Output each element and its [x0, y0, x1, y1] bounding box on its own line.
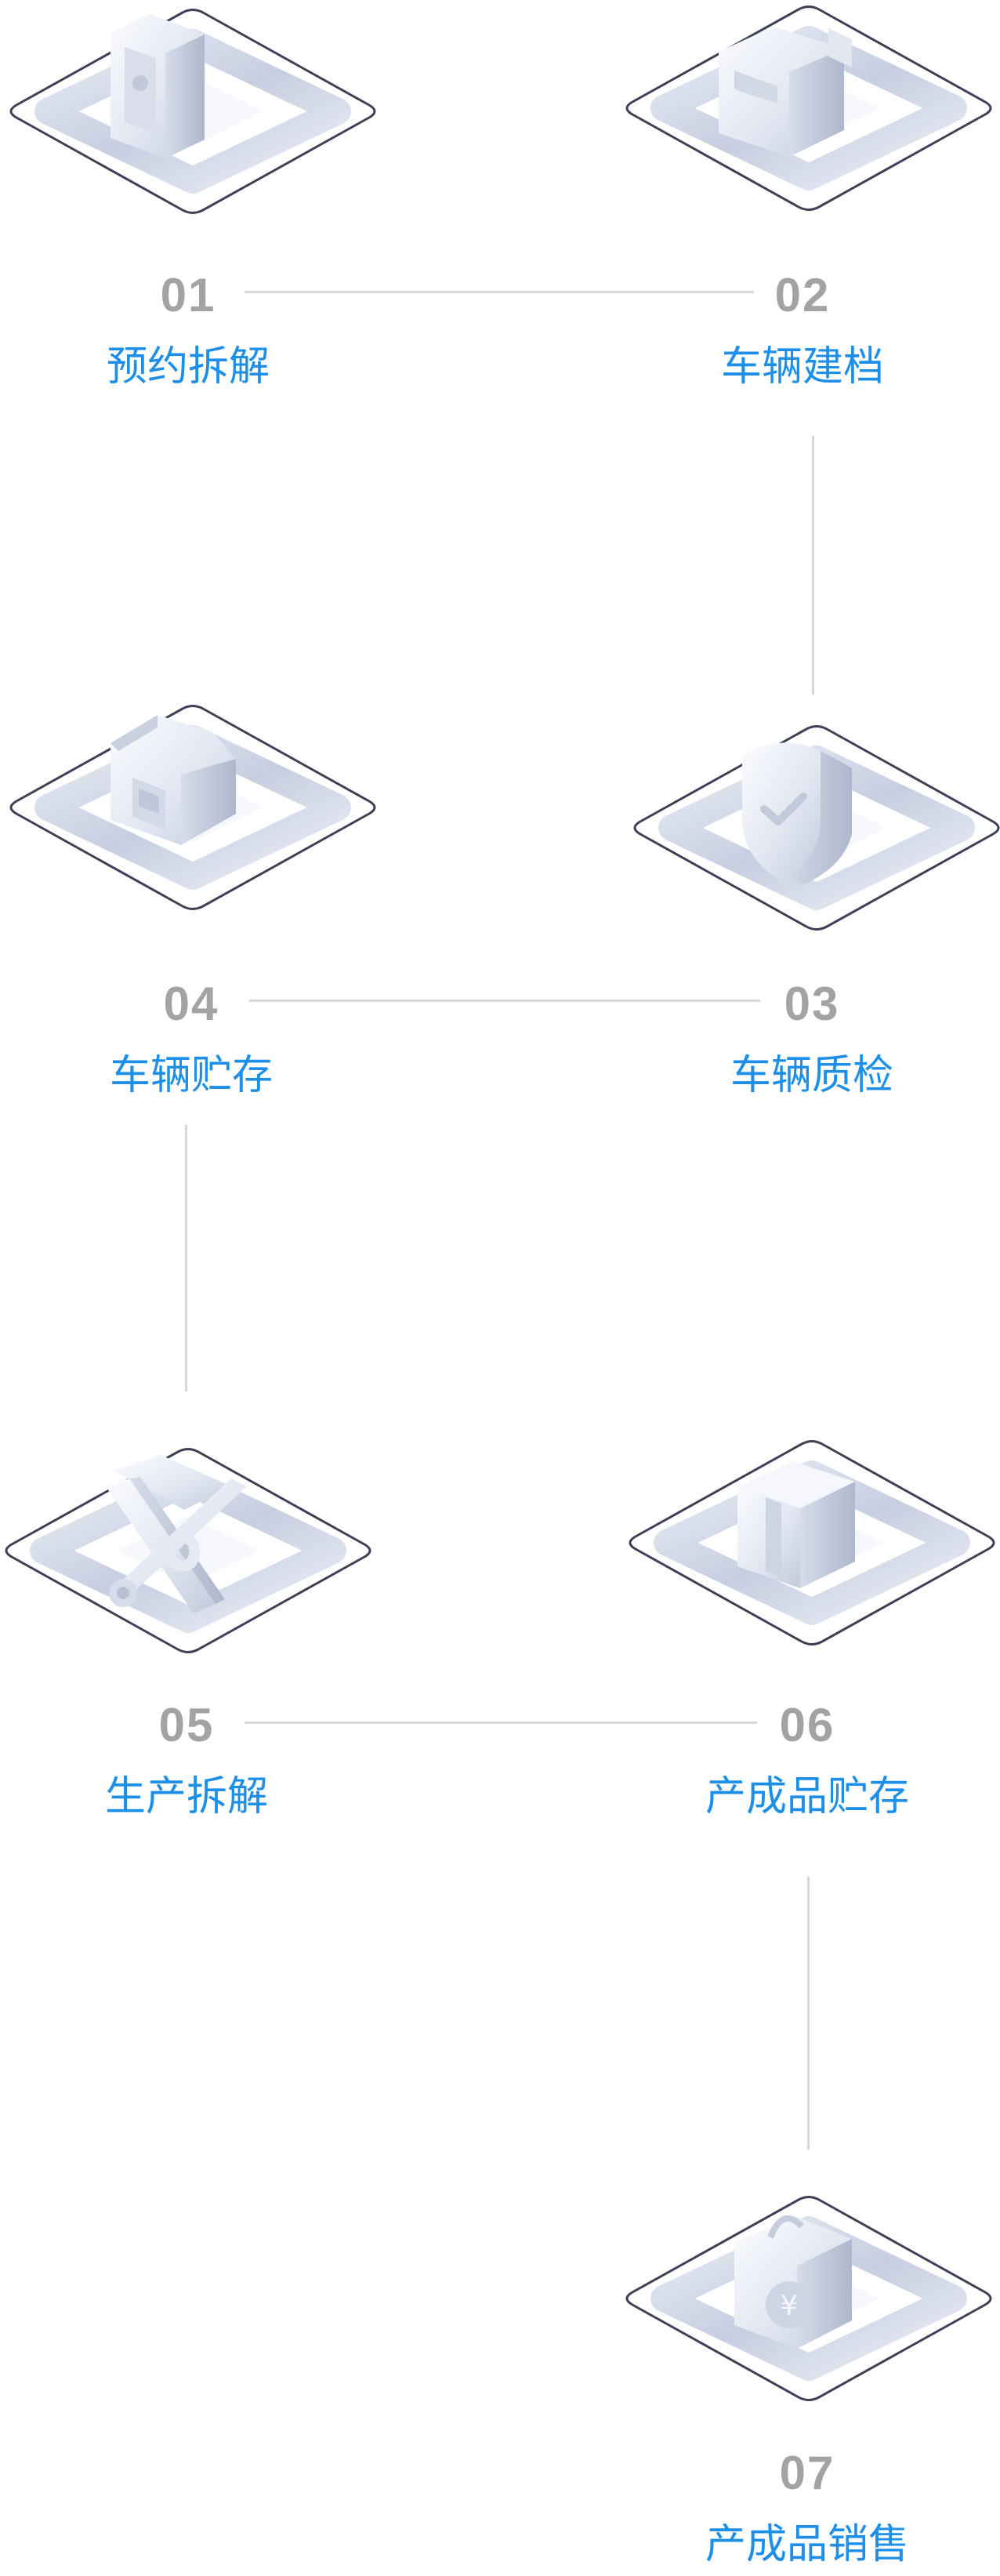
warehouse-icon: [111, 715, 236, 845]
step-05-tile: [0, 1439, 380, 1674]
connector-03-04: [249, 1000, 760, 1002]
step-02-number: 02: [774, 269, 831, 321]
phone-icon: [111, 14, 205, 158]
shield-check-icon: [742, 742, 852, 884]
step-04-label: 车辆贮存: [109, 1052, 273, 1099]
step-06-number: 06: [779, 1699, 835, 1751]
folder-icon: [719, 27, 852, 157]
step-06-tile: [620, 1431, 1000, 1667]
step-03-number: 03: [784, 978, 840, 1030]
step-01-label: 预约拆解: [106, 343, 270, 390]
step-04-tile: [1, 696, 385, 931]
connector-05-06: [245, 1722, 757, 1724]
box-icon: [737, 1461, 855, 1588]
connector-06-07: [807, 1877, 810, 2150]
step-04-number: 04: [163, 978, 219, 1030]
step-07-tile: ¥: [617, 2187, 1000, 2422]
step-03-label: 车辆质检: [730, 1052, 893, 1099]
connector-01-02: [245, 291, 754, 293]
step-03-tile: [625, 717, 1000, 952]
wrench-screwdriver-icon: [106, 1455, 247, 1613]
svg-text:¥: ¥: [781, 2290, 799, 2322]
step-05-label: 生产拆解: [104, 1773, 268, 1820]
step-02-label: 车辆建档: [720, 343, 884, 390]
step-01-number: 01: [160, 269, 216, 321]
connector-02-03: [812, 436, 814, 695]
connector-04-05: [185, 1125, 187, 1391]
step-01-tile: [1, 0, 385, 235]
step-02-tile: [617, 0, 1000, 232]
step-07-number: 07: [779, 2447, 835, 2499]
step-07-label: 产成品销售: [705, 2521, 909, 2568]
step-06-label: 产成品贮存: [705, 1773, 909, 1820]
price-tag-icon: ¥: [734, 2215, 852, 2349]
step-05-number: 05: [158, 1699, 215, 1751]
